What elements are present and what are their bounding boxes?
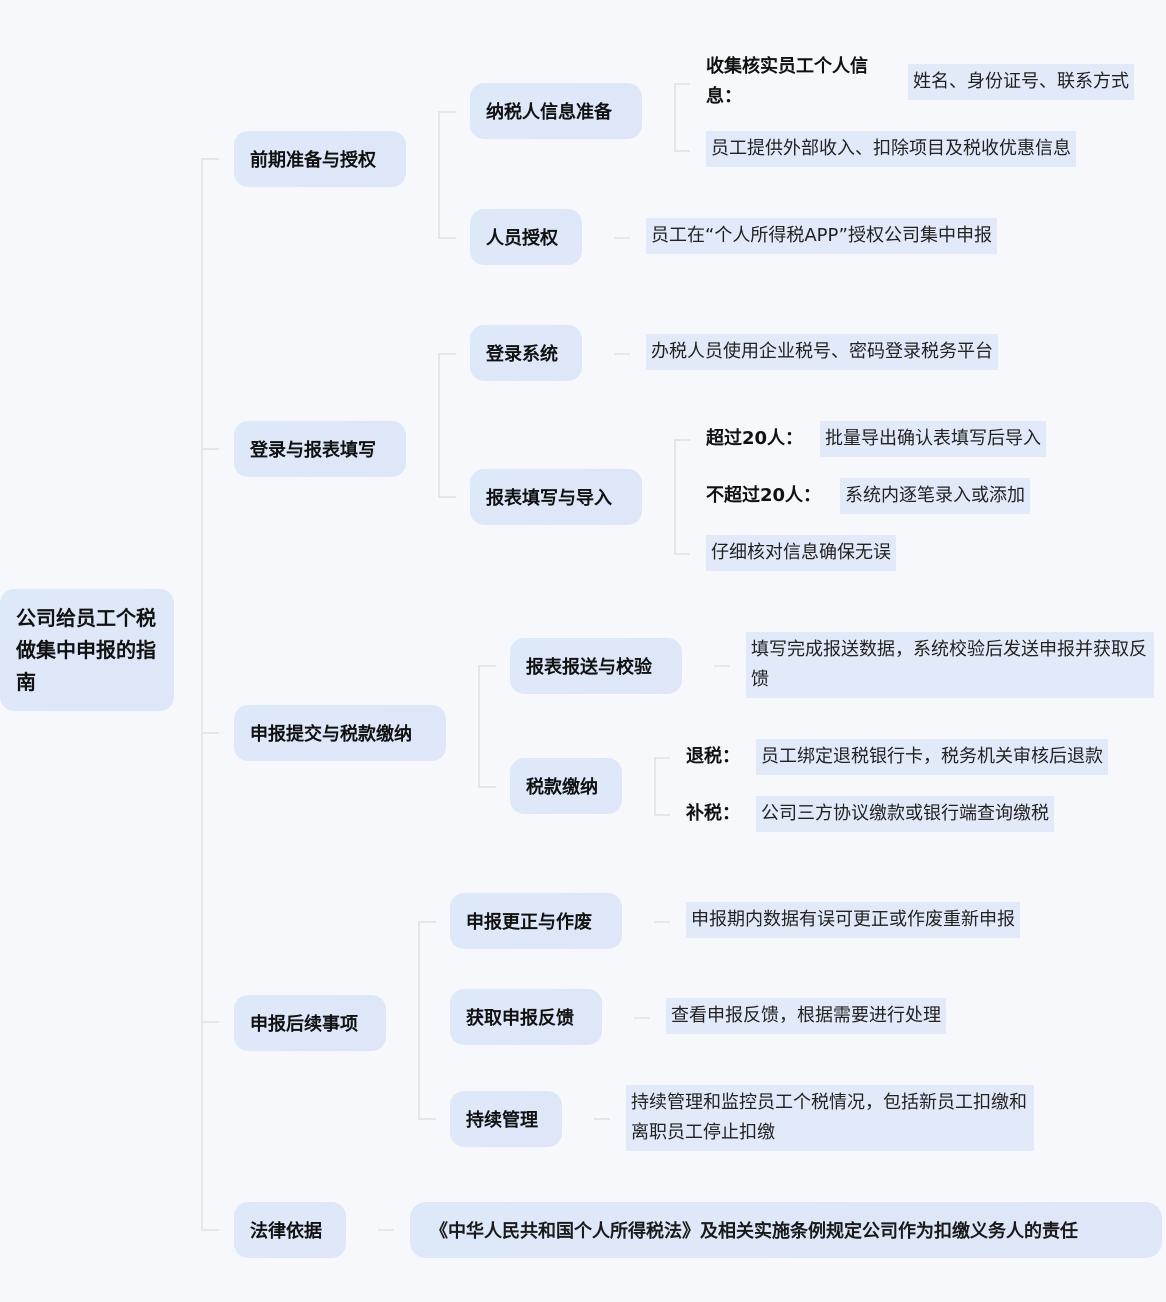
item-label: 补税： [686,803,740,824]
connector [438,111,456,113]
subnode-feedback[interactable]: 获取申报反馈 [450,989,602,1045]
connector [438,496,456,498]
branch-label: 登录与报表填写 [250,440,376,461]
item-label: 不超过20人： [706,485,822,506]
subnode-correction[interactable]: 申报更正与作废 [450,893,622,949]
connector [378,1229,394,1231]
connector [478,786,496,788]
subnode-label: 税款缴纳 [526,777,598,798]
leaf-supplement: 公司三方协议缴款或银行端查询缴税 [756,796,1054,832]
leaf-submit-data: 填写完成报送数据，系统校验后发送申报并获取反馈 [746,632,1154,698]
leaf-personal-info: 姓名、身份证号、联系方式 [908,64,1134,100]
leaf-ongoing-management: 持续管理和监控员工个税情况，包括新员工扣缴和离职员工停止扣缴 [626,1085,1034,1151]
subnode-label: 持续管理 [466,1110,538,1131]
item-label: 超过20人： [706,428,804,449]
connector [654,757,670,759]
connector [418,1118,436,1120]
subnode-label: 纳税人信息准备 [486,102,612,123]
item-label: 退税： [686,746,740,767]
branch-label: 申报后续事项 [250,1014,358,1035]
leaf-refund: 员工绑定退税银行卡，税务机关审核后退款 [756,739,1108,775]
connector [674,150,690,152]
connector [654,814,670,816]
connector [614,353,630,355]
connector [654,921,670,923]
subnode-submit-verify[interactable]: 报表报送与校验 [510,638,682,694]
connector [478,665,480,787]
branch-node-preparation[interactable]: 前期准备与授权 [234,131,406,187]
connector [438,353,456,355]
connector [201,732,219,734]
connector [478,665,496,667]
connector [674,83,690,85]
branch-node-submission[interactable]: 申报提交与税款缴纳 [234,705,446,761]
connector [614,237,630,239]
trunk-connector [201,158,203,1230]
connector [674,439,676,554]
branch-node-login[interactable]: 登录与报表填写 [234,421,406,477]
connector [438,111,440,238]
leaf-feedback: 查看申报反馈，根据需要进行处理 [666,998,946,1034]
connector [201,448,219,450]
subnode-label: 人员授权 [486,228,558,249]
subnode-label: 获取申报反馈 [466,1008,574,1029]
leaf-external-income: 员工提供外部收入、扣除项目及税收优惠信息 [706,131,1076,167]
branch-label: 法律依据 [250,1221,322,1242]
subnode-authorization[interactable]: 人员授权 [470,209,582,265]
connector [674,83,676,151]
connector [418,921,436,923]
legal-basis-label: 《中华人民共和国个人所得税法》及相关实施条例规定公司作为扣缴义务人的责任 [430,1221,1078,1242]
branch-node-follow-up[interactable]: 申报后续事项 [234,995,386,1051]
connector [674,553,690,555]
connector [714,665,730,667]
leaf-under-20: 系统内逐笔录入或添加 [840,478,1030,514]
subnode-label: 登录系统 [486,344,558,365]
branch-node-legal-basis[interactable]: 法律依据 [234,1202,346,1258]
connector [418,921,420,1119]
connector [674,439,690,441]
subnode-label: 报表报送与校验 [526,657,652,678]
item-label: 收集核实员工个人信息： [706,56,868,107]
branch-label: 前期准备与授权 [250,150,376,171]
legal-basis-node[interactable]: 《中华人民共和国个人所得税法》及相关实施条例规定公司作为扣缴义务人的责任 [410,1202,1162,1258]
root-node[interactable]: 公司给员工个税做集中申报的指南 [0,589,174,711]
branch-label: 申报提交与税款缴纳 [250,724,412,745]
connector [438,237,456,239]
connector [201,158,219,160]
connector [438,353,440,497]
subnode-login-system[interactable]: 登录系统 [470,325,582,381]
connector [634,1017,650,1019]
connector [594,1118,610,1120]
leaf-login-platform: 办税人员使用企业税号、密码登录税务平台 [646,334,998,370]
subnode-label: 报表填写与导入 [486,488,612,509]
connector [201,1229,219,1231]
connector [201,1021,219,1023]
root-label: 公司给员工个税做集中申报的指南 [16,606,156,694]
subnode-tax-payment[interactable]: 税款缴纳 [510,758,622,814]
connector [654,757,656,815]
subnode-ongoing-management[interactable]: 持续管理 [450,1091,562,1147]
subnode-fill-import[interactable]: 报表填写与导入 [470,469,642,525]
leaf-over-20: 批量导出确认表填写后导入 [820,421,1046,457]
subnode-taxpayer-info[interactable]: 纳税人信息准备 [470,83,642,139]
leaf-verify-info: 仔细核对信息确保无误 [706,535,896,571]
leaf-correction: 申报期内数据有误可更正或作废重新申报 [686,902,1020,938]
subnode-label: 申报更正与作废 [466,912,592,933]
leaf-app-authorization: 员工在“个人所得税APP”授权公司集中申报 [646,218,998,254]
